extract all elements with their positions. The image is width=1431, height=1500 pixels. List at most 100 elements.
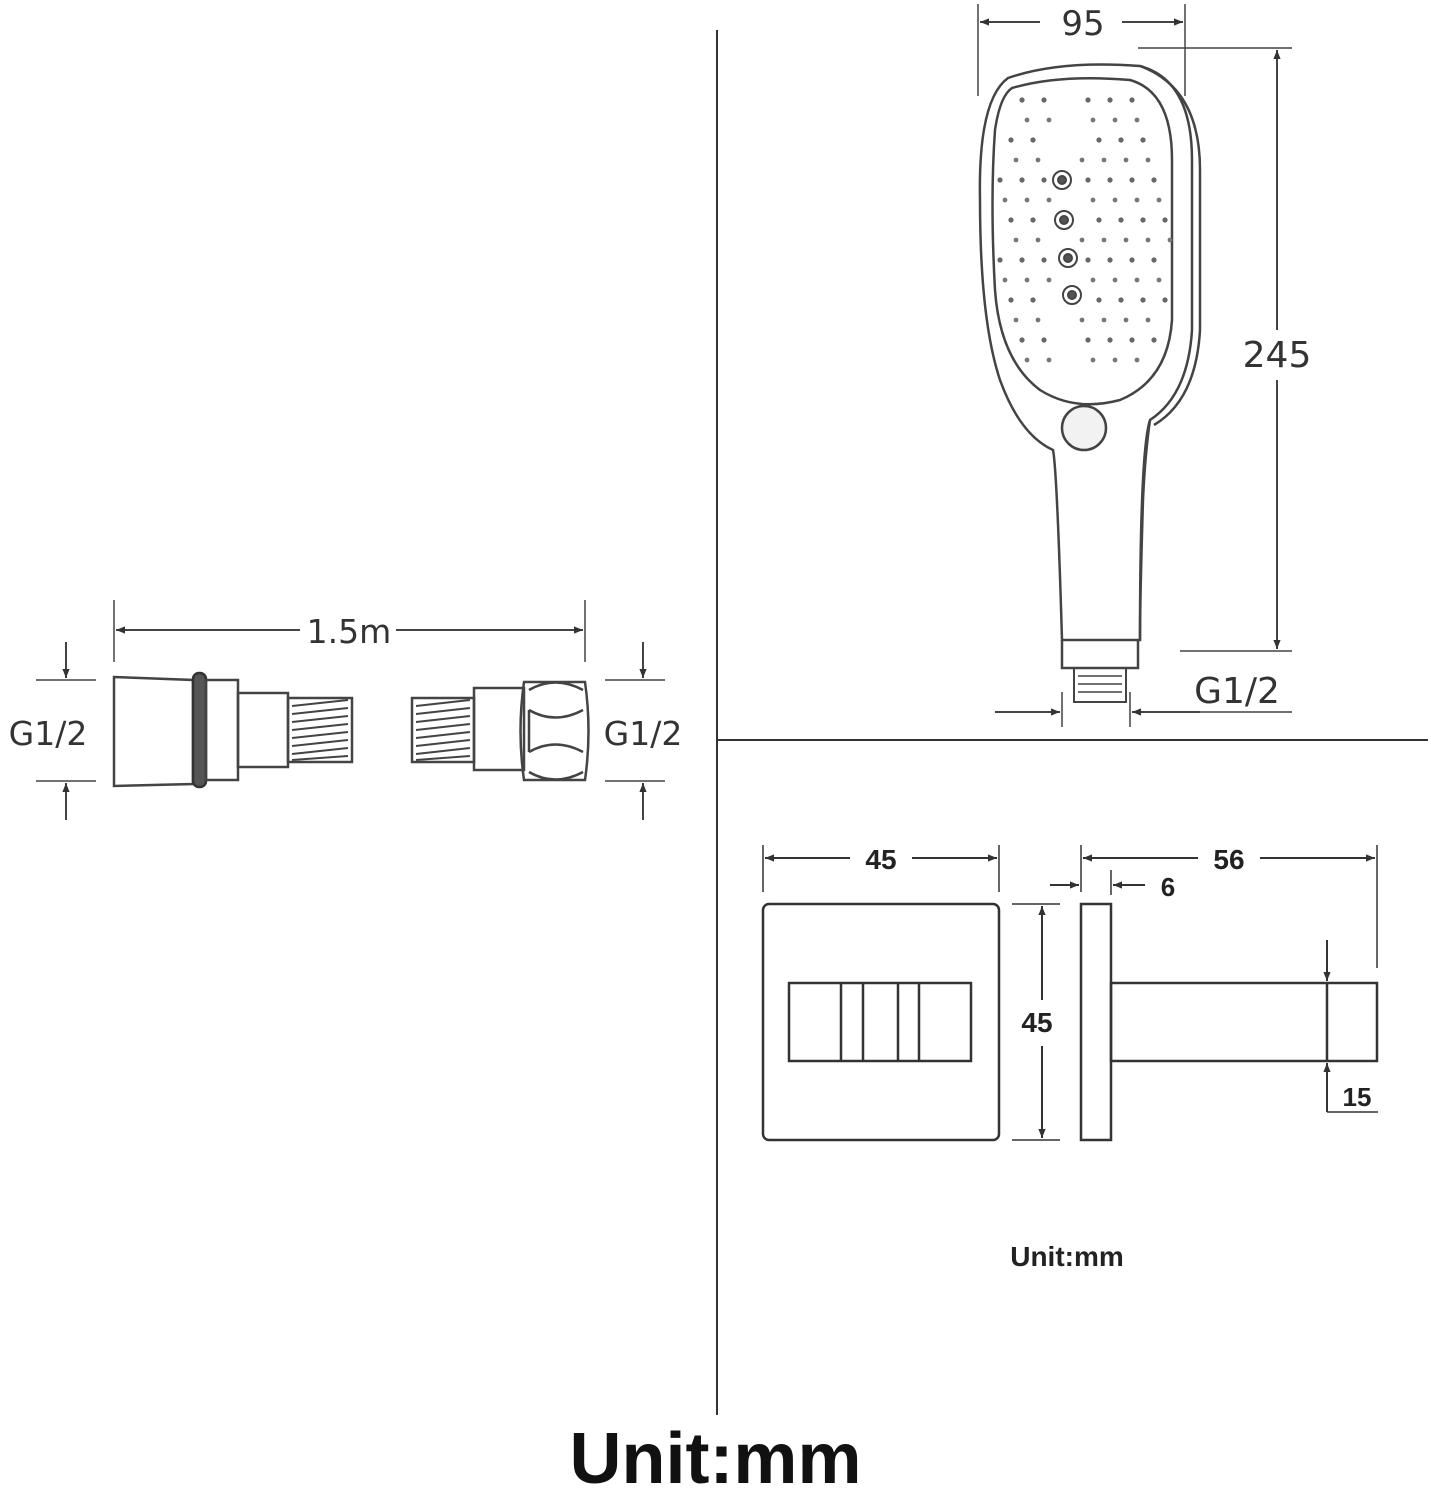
bracket-width-label: 45 xyxy=(865,844,896,875)
bracket-drawing xyxy=(761,845,1379,1142)
mode-button xyxy=(1060,404,1108,452)
spray-nozzle-dot xyxy=(1024,357,1030,363)
spray-nozzle-dot xyxy=(1156,197,1162,203)
spray-nozzle-dot xyxy=(1151,257,1157,263)
spray-nozzle-dot xyxy=(1145,157,1151,163)
spray-nozzle-dot xyxy=(1090,197,1096,203)
unit-label-small: Unit:mm xyxy=(1010,1241,1124,1272)
spray-nozzle-dot xyxy=(1096,297,1102,303)
bracket-depth-label: 56 xyxy=(1213,844,1244,875)
spray-nozzle-dot xyxy=(1035,317,1041,323)
spray-nozzle-dot xyxy=(1019,257,1025,263)
spray-nozzle-dot xyxy=(1008,297,1014,303)
spray-nozzle-dot xyxy=(1134,197,1140,203)
hose-nut-left xyxy=(112,675,195,788)
hose-thread-left xyxy=(286,696,354,764)
spray-nozzle-dot xyxy=(1096,217,1102,223)
spray-nozzle-dot xyxy=(1085,257,1091,263)
spray-nozzle-dot xyxy=(1107,257,1113,263)
spray-nozzle-dot xyxy=(1140,217,1146,223)
spray-nozzle-dot xyxy=(1079,157,1085,163)
spray-nozzle-dot xyxy=(1123,317,1129,323)
spray-nozzle-dot xyxy=(1002,277,1008,283)
spray-face xyxy=(991,76,1174,406)
hose-right-thread-label: G1/2 xyxy=(604,714,683,753)
spray-nozzle-dot xyxy=(1101,157,1107,163)
spray-nozzle-dot xyxy=(1046,197,1052,203)
bracket-side-arm xyxy=(1109,981,1379,1063)
spray-nozzle-dot xyxy=(1013,237,1019,243)
handset-height-label: 245 xyxy=(1243,335,1312,376)
spray-nozzle-dot xyxy=(1002,197,1008,203)
hose-hex-nut-right xyxy=(519,680,590,782)
spray-nozzle-dot xyxy=(1145,237,1151,243)
spray-nozzle-dot xyxy=(1107,97,1113,103)
handset-body xyxy=(978,63,1194,642)
spray-nozzle-dot xyxy=(1019,177,1025,183)
spray-nozzle-dot xyxy=(1079,317,1085,323)
spray-nozzle-dot xyxy=(997,177,1003,183)
spray-nozzle-dot xyxy=(1118,217,1124,223)
spray-nozzle-dot xyxy=(1013,157,1019,163)
spray-nozzle-dot xyxy=(1085,177,1091,183)
spray-nozzle-dot xyxy=(1041,337,1047,343)
spray-nozzle-dot xyxy=(1107,177,1113,183)
spray-nozzle-dot xyxy=(1151,337,1157,343)
spray-nozzle-dot xyxy=(1030,297,1036,303)
spray-nozzle-dot xyxy=(1030,217,1036,223)
spray-nozzle-dot xyxy=(1156,277,1162,283)
spray-nozzle-dot xyxy=(1090,357,1096,363)
spray-nozzle-dot xyxy=(1035,157,1041,163)
spray-nozzle-dot xyxy=(1046,277,1052,283)
spray-nozzle-dot xyxy=(1107,337,1113,343)
spray-nozzle-dot xyxy=(1024,277,1030,283)
spray-nozzle-dot xyxy=(1129,337,1135,343)
bracket-holder xyxy=(787,981,973,1063)
spray-nozzle-dot xyxy=(1090,277,1096,283)
spray-nozzle-dot xyxy=(1118,137,1124,143)
bracket-arm-size-label: 15 xyxy=(1343,1082,1372,1112)
bracket-front-plate xyxy=(761,902,1001,1142)
spray-nozzle-dot xyxy=(1046,117,1052,123)
spray-nozzle-dot xyxy=(1134,117,1140,123)
spray-nozzle-dot xyxy=(1151,177,1157,183)
handset-thread xyxy=(1073,667,1127,703)
spray-nozzle-dot xyxy=(1096,137,1102,143)
spray-nozzle-dot xyxy=(1134,357,1140,363)
spray-nozzle-dot xyxy=(1019,97,1025,103)
spray-nozzles xyxy=(997,97,1173,363)
spray-nozzle-dot xyxy=(1118,297,1124,303)
spray-nozzle-dot xyxy=(1162,297,1168,303)
hose-left-thread-label: G1/2 xyxy=(9,714,88,753)
handset-drawing xyxy=(977,4,1292,727)
hose-drawing xyxy=(36,600,665,820)
bracket-plate-thickness-label: 6 xyxy=(1161,872,1175,902)
spray-nozzle-dot xyxy=(1123,157,1129,163)
handset-thread-label: G1/2 xyxy=(1194,671,1280,712)
spray-nozzle-dot xyxy=(1079,237,1085,243)
spray-nozzle-dot xyxy=(1162,217,1168,223)
spray-nozzle-dot xyxy=(1134,277,1140,283)
spray-nozzle-dot xyxy=(1041,97,1047,103)
hose-length-label: 1.5m xyxy=(307,612,392,651)
handset-width-label: 95 xyxy=(1061,4,1104,44)
spray-nozzle-dot xyxy=(1024,117,1030,123)
spray-nozzle-dot xyxy=(1101,317,1107,323)
spray-nozzle-dot xyxy=(1140,137,1146,143)
spray-nozzle-dot xyxy=(1112,197,1118,203)
spray-nozzle-dot xyxy=(1085,337,1091,343)
spray-nozzle-dot xyxy=(1145,317,1151,323)
spray-nozzle-dot xyxy=(1019,337,1025,343)
spray-nozzle-dot xyxy=(1101,237,1107,243)
bracket-height-label: 45 xyxy=(1021,1007,1052,1038)
spray-nozzle-dot xyxy=(1167,237,1173,243)
spray-nozzle-dot xyxy=(1129,97,1135,103)
spray-nozzle-dot xyxy=(1129,257,1135,263)
spray-nozzle-dot xyxy=(1041,257,1047,263)
spray-nozzle-dot xyxy=(1112,357,1118,363)
spray-nozzle-dot xyxy=(1046,357,1052,363)
spray-nozzle-dot xyxy=(1008,137,1014,143)
spray-nozzle-dot xyxy=(1140,297,1146,303)
spray-nozzle-dot xyxy=(1129,177,1135,183)
